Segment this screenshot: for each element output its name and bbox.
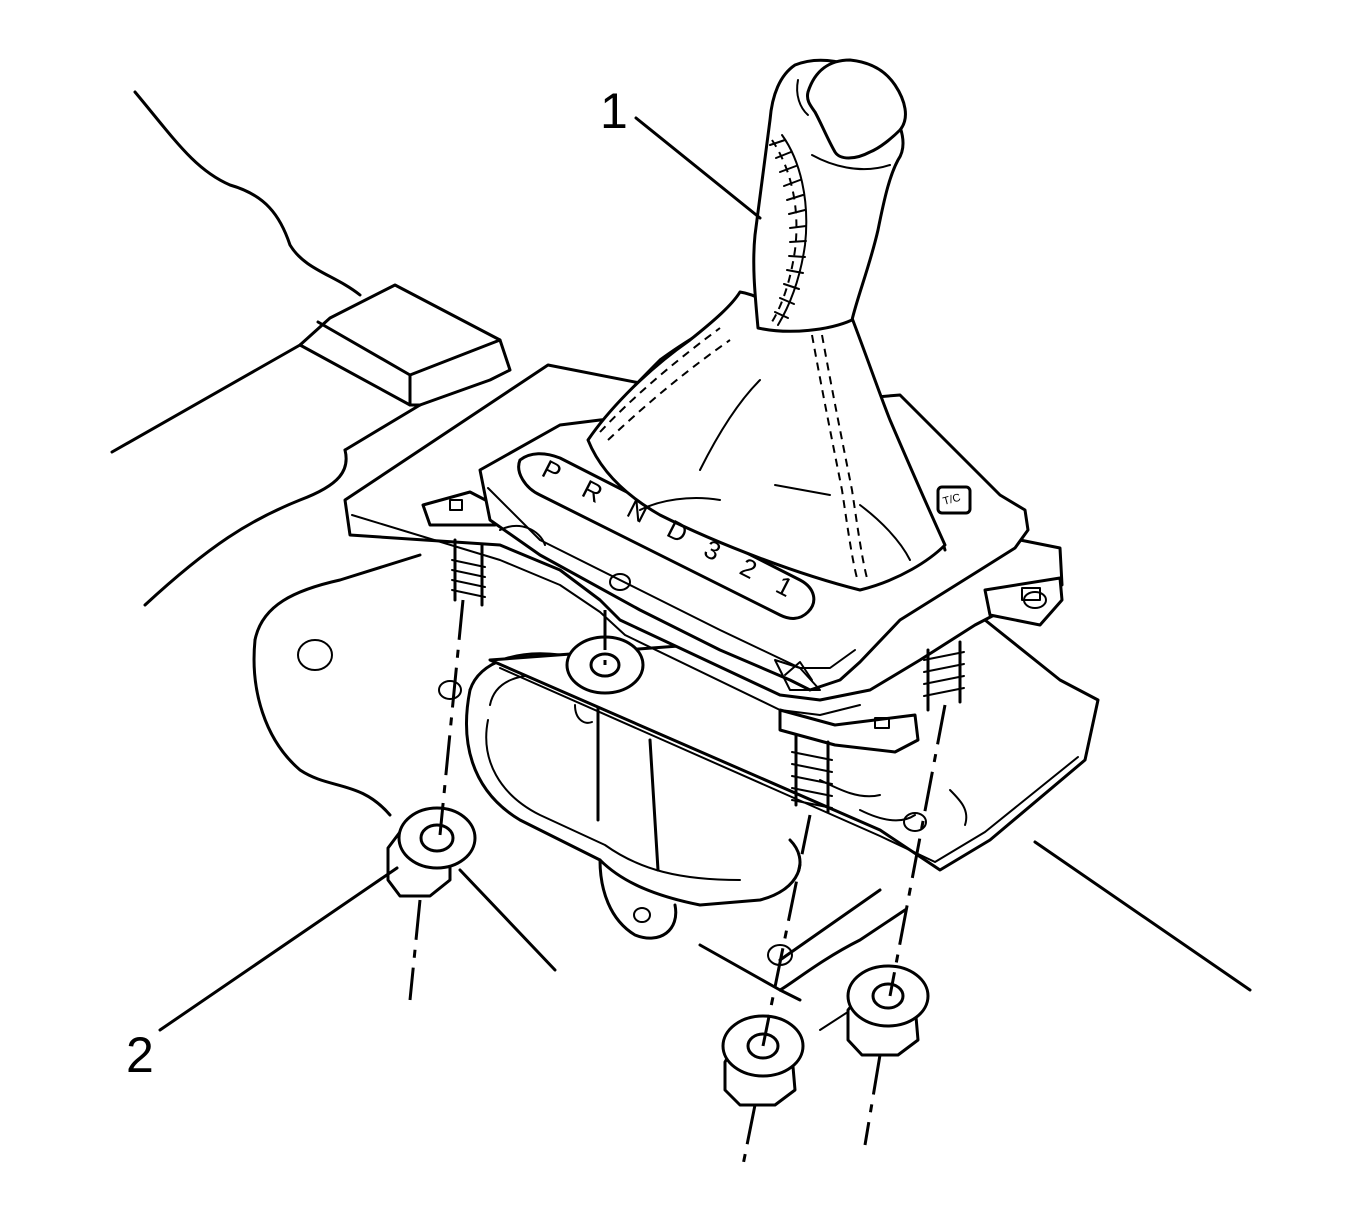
knob-stitching — [769, 139, 807, 319]
stud-right — [923, 640, 965, 712]
nut-right — [846, 964, 930, 1057]
stud-centerlines — [408, 599, 947, 1171]
mounting-studs — [451, 538, 965, 814]
tc-button-label: T/C — [942, 492, 962, 508]
nut-front — [721, 1014, 805, 1107]
callout-2: 2 — [126, 1027, 154, 1083]
callout-1: 1 — [600, 83, 628, 139]
shifter-boot — [586, 290, 947, 592]
gate-indicator-strip — [517, 452, 816, 620]
nut-left — [386, 806, 477, 898]
leader-line-2 — [158, 866, 399, 1032]
stud-front — [791, 733, 833, 814]
stud-left — [451, 538, 486, 607]
floor-console-outline — [110, 90, 1252, 992]
leader-line-1 — [634, 116, 762, 220]
shift-knob — [752, 58, 907, 333]
lower-plate — [488, 618, 1100, 872]
callout-labels: 1 2 — [126, 83, 628, 1083]
leader-lines — [158, 116, 762, 1032]
